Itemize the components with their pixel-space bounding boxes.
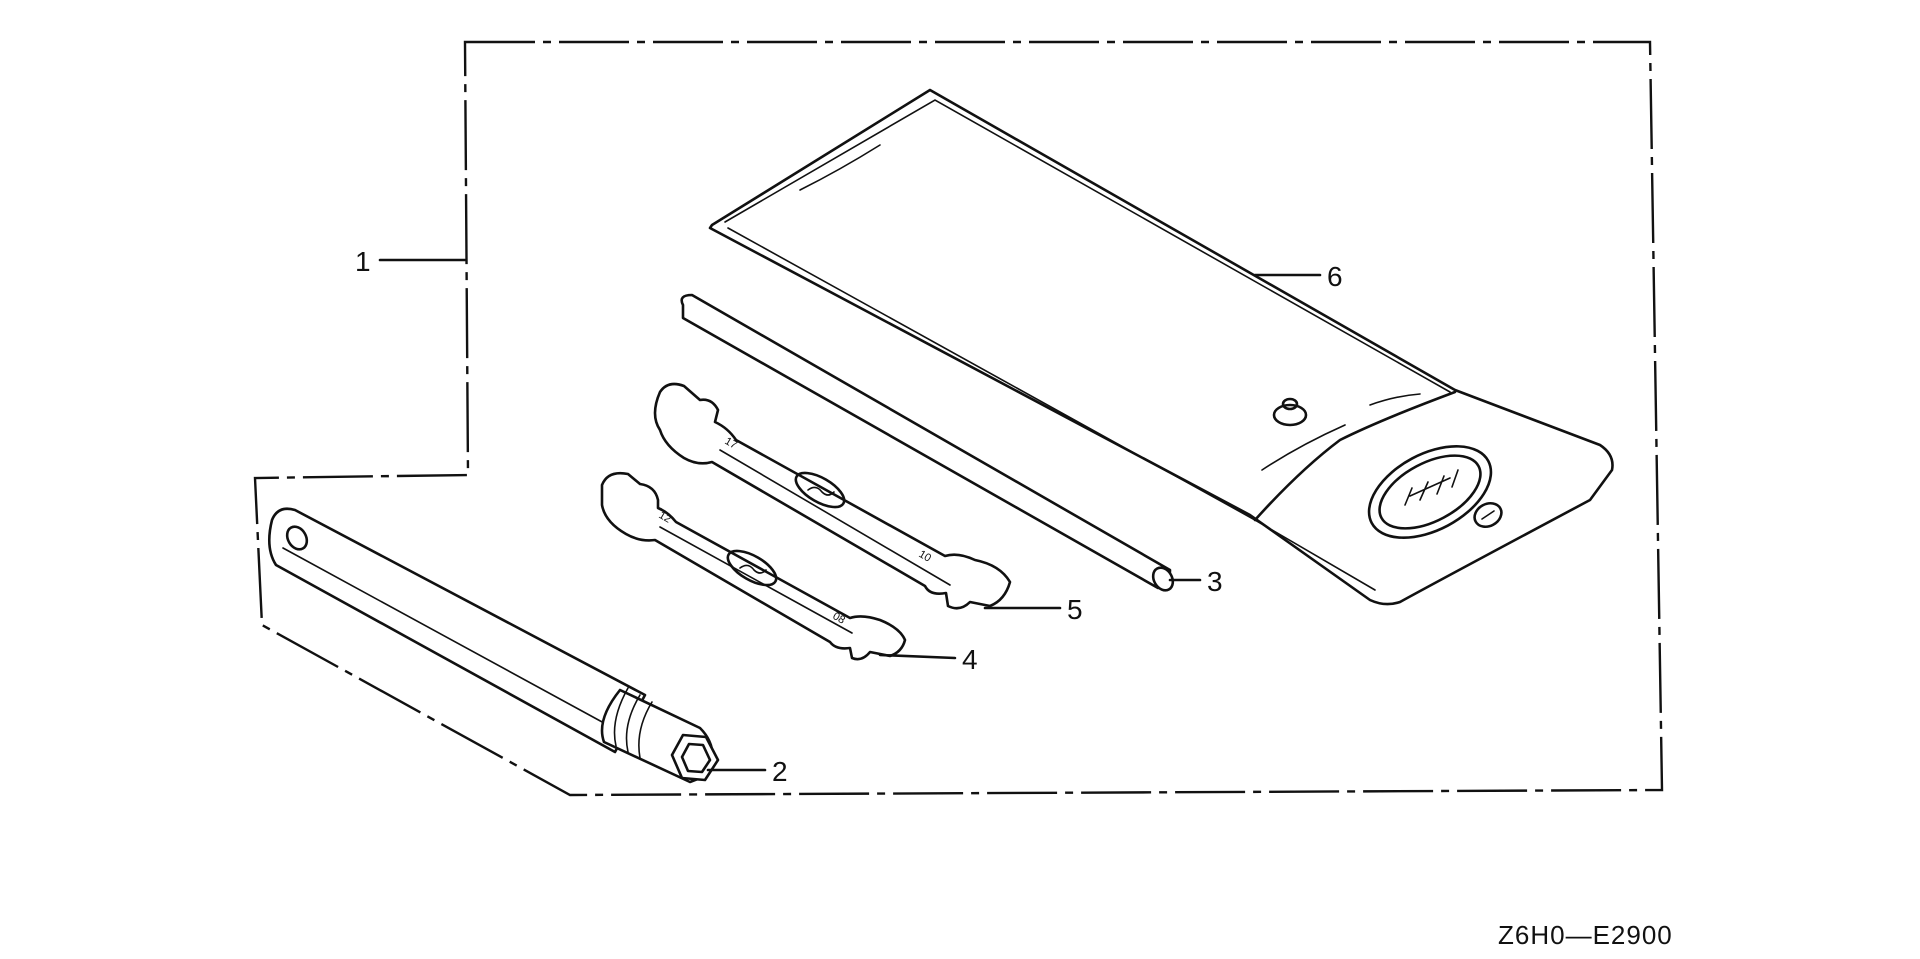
- callout-6: 6: [1327, 261, 1343, 292]
- bag-logo-emblem: [1367, 445, 1493, 539]
- wrench-large-size-b: 10: [917, 548, 934, 565]
- snap-button: [1272, 403, 1308, 427]
- callout-5: 5: [1067, 594, 1083, 625]
- wrench-small-size-b: 08: [831, 610, 848, 627]
- wrench-small-size-a: 12: [657, 509, 674, 526]
- plug-wrench: [267, 507, 720, 784]
- wrench-large-size-a: 17: [723, 435, 740, 452]
- callout-4: 4: [962, 644, 978, 675]
- callout-1: 1: [355, 246, 371, 277]
- assembly-frame: [253, 40, 1664, 797]
- drawing-code: Z6H0—E2900: [1498, 920, 1673, 950]
- callout-2: 2: [772, 756, 788, 787]
- tool-bag: [708, 88, 1614, 606]
- wrench-large: 17 10: [653, 382, 1012, 610]
- handle-bar: [680, 293, 1175, 592]
- leader-4: [878, 653, 957, 660]
- wrench-small: 12 08: [600, 471, 907, 661]
- callout-3: 3: [1207, 566, 1223, 597]
